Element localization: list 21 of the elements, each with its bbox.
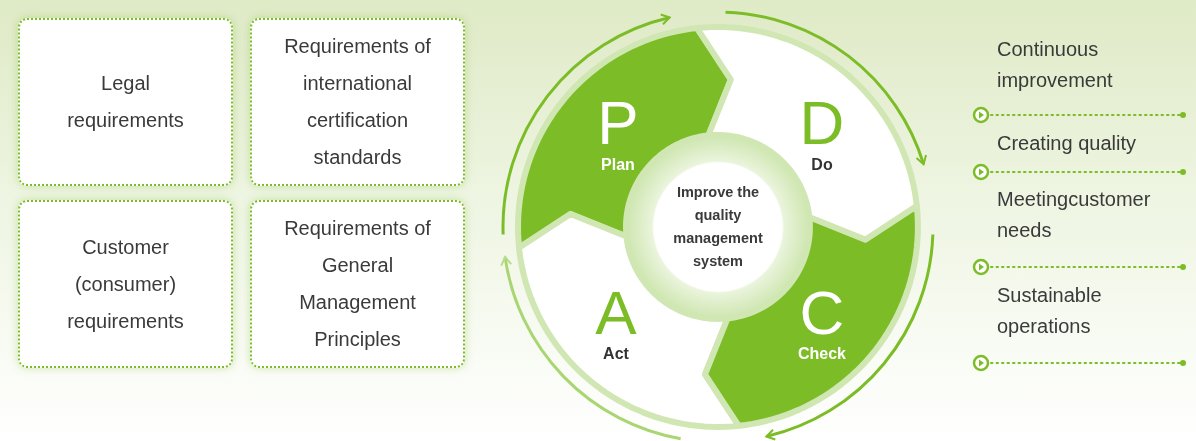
phase-letter: A: [595, 282, 637, 344]
phase-name: Check: [797, 345, 846, 363]
benefit-text: Meetingcustomer needs: [997, 187, 1152, 243]
requirement-card: [18, 200, 233, 368]
requirement-text: Customer (consumer) requirements: [66, 234, 185, 334]
phase-letter: D: [799, 92, 845, 154]
requirement-text: Requirements of General Management Principles: [283, 216, 432, 352]
benefit-text: Continuous improvement: [997, 37, 1114, 93]
phase-letter: P: [597, 92, 639, 154]
benefit-text: Creating quality: [997, 131, 1137, 156]
requirement-card: [250, 200, 465, 368]
requirement-card: [250, 18, 465, 186]
requirement-card: [18, 18, 233, 186]
phase-name: Plan: [601, 156, 635, 174]
center-text: Improve the quality management system: [672, 183, 764, 271]
phase-name: Act: [603, 345, 629, 363]
requirement-text: Requirements of international certification standards: [283, 34, 432, 170]
phase-letter: C: [799, 282, 845, 344]
requirement-text: Legal requirements: [66, 71, 185, 133]
phase-name: Do: [811, 156, 833, 174]
benefit-text: Sustainable operations: [997, 283, 1103, 339]
